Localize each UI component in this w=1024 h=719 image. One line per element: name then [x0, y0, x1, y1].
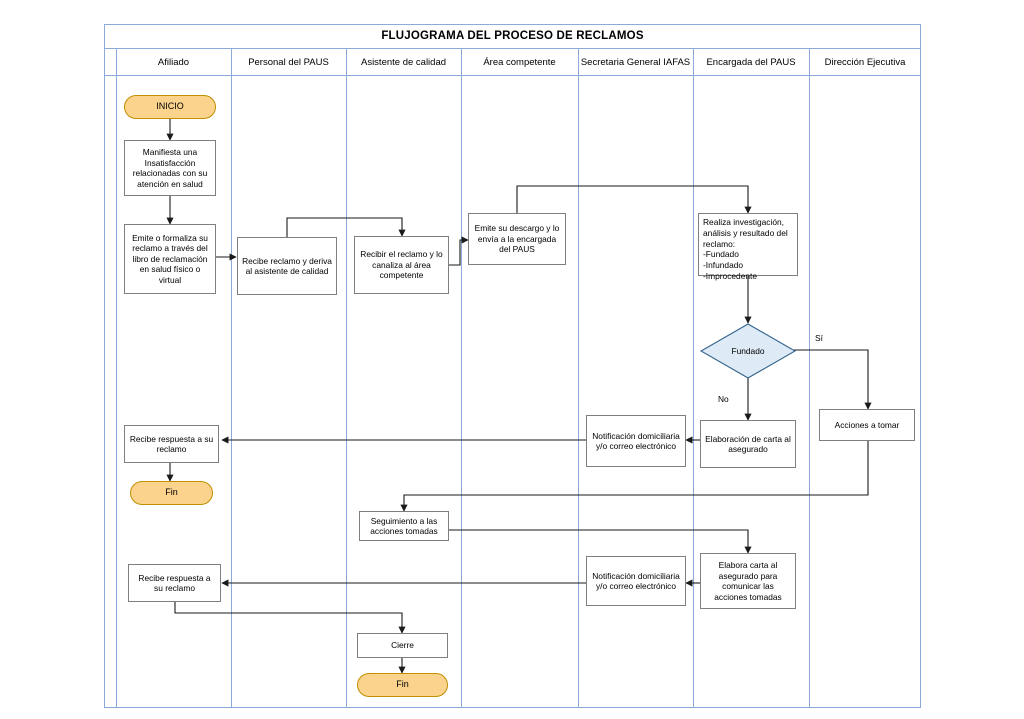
lane-header-area: Área competente [461, 49, 578, 76]
node-fundado[interactable]: Fundado [699, 323, 797, 379]
node-label: Notificación domiciliaria y/o correo ele… [592, 570, 680, 592]
lane-divider [346, 49, 347, 76]
node-label: Elaboración de carta al asegurado [705, 433, 791, 455]
node-label: Fin [165, 487, 178, 498]
node-manifiesta[interactable]: Manifiesta una Insatisfacción relacionad… [124, 140, 216, 196]
lane-divider [346, 76, 347, 707]
node-label: Seguimiento a las acciones tomadas [370, 515, 438, 537]
diamond-shape [699, 323, 797, 379]
swimlane-frame [104, 24, 921, 708]
node-label: Emite o formaliza su reclamo a través de… [132, 232, 208, 285]
node-label: Acciones a tomar [834, 419, 900, 430]
node-label: Fundado [731, 346, 765, 356]
node-label-wrap: Fundado [700, 323, 796, 379]
lane-label: Dirección Ejecutiva [824, 57, 906, 68]
node-label: Manifiesta una Insatisfacción relacionad… [132, 147, 208, 189]
node-elaboracion-carta[interactable]: Elaboración de carta al asegurado [700, 420, 796, 468]
node-label: Emite su descargo y lo envía a la encarg… [474, 223, 560, 255]
node-label: Realiza investigación, análisis y result… [703, 217, 788, 281]
lane-divider [461, 49, 462, 76]
node-label: Notificación domiciliaria y/o correo ele… [592, 430, 680, 452]
node-emite-formaliza[interactable]: Emite o formaliza su reclamo a través de… [124, 224, 216, 294]
lane-divider [578, 49, 579, 76]
lane-label: Asistente de calidad [360, 57, 447, 68]
lane-divider [116, 49, 117, 76]
lane-header-encargada: Encargada del PAUS [693, 49, 809, 76]
lane-label: Secretaria General IAFAS [580, 57, 691, 68]
lane-label: Encargada del PAUS [706, 57, 796, 68]
node-recibe-deriva[interactable]: Recibe reclamo y deriva al asistente de … [237, 237, 337, 295]
lane-label: Área competente [483, 57, 556, 68]
lane-header-personal: Personal del PAUS [231, 49, 346, 76]
node-acciones-a-tomar[interactable]: Acciones a tomar [819, 409, 915, 441]
lane-divider [116, 76, 117, 707]
node-fin-2[interactable]: Fin [357, 673, 448, 697]
lane-divider [693, 49, 694, 76]
lane-header-direccion: Dirección Ejecutiva [809, 49, 921, 76]
lane-header-afiliado: Afiliado [116, 49, 231, 76]
node-recibir-canaliza[interactable]: Recibir el reclamo y lo canaliza al área… [354, 236, 449, 294]
node-label: Recibe respuesta a su reclamo [138, 572, 211, 594]
node-emite-descargo[interactable]: Emite su descargo y lo envía a la encarg… [468, 213, 566, 265]
node-seguimiento[interactable]: Seguimiento a las acciones tomadas [359, 511, 449, 541]
lane-header-secretaria: Secretaria General IAFAS [578, 49, 693, 76]
node-label: Cierre [391, 640, 414, 651]
chart-title-row: FLUJOGRAMA DEL PROCESO DE RECLAMOS [104, 24, 921, 49]
node-fin-1[interactable]: Fin [130, 481, 213, 505]
lane-divider [809, 76, 810, 707]
page-title: FLUJOGRAMA DEL PROCESO DE RECLAMOS [381, 30, 644, 42]
node-label: Recibir el reclamo y lo canaliza al área… [360, 249, 443, 281]
node-recibe-respuesta-1[interactable]: Recibe respuesta a su reclamo [124, 425, 219, 463]
lane-header-row: Afiliado Personal del PAUS Asistente de … [104, 49, 921, 76]
node-inicio[interactable]: INICIO [124, 95, 216, 119]
lane-divider [578, 76, 579, 707]
node-label: INICIO [156, 101, 184, 112]
lane-header-asistente: Asistente de calidad [346, 49, 461, 76]
node-recibe-respuesta-2[interactable]: Recibe respuesta a su reclamo [128, 564, 221, 602]
node-label: Recibe respuesta a su reclamo [129, 433, 214, 455]
node-elabora-carta-2[interactable]: Elabora carta al asegurado para comunica… [700, 553, 796, 609]
node-realiza-investigacion[interactable]: Realiza investigación, análisis y result… [698, 213, 798, 281]
lane-divider [809, 49, 810, 76]
edge-label-no: No [718, 394, 729, 404]
lane-divider [693, 76, 694, 707]
node-notificacion-1[interactable]: Notificación domiciliaria y/o correo ele… [586, 415, 686, 467]
lane-divider [461, 76, 462, 707]
node-notificacion-2[interactable]: Notificación domiciliaria y/o correo ele… [586, 556, 686, 606]
node-cierre[interactable]: Cierre [357, 633, 448, 658]
lane-label: Afiliado [157, 57, 190, 68]
lane-divider [231, 49, 232, 76]
edge-label-si: Sí [815, 333, 823, 343]
node-label: Recibe reclamo y deriva al asistente de … [242, 255, 332, 277]
node-label: Fin [396, 679, 409, 690]
node-label: Elabora carta al asegurado para comunica… [714, 560, 782, 602]
lane-divider [231, 76, 232, 707]
lane-label: Personal del PAUS [248, 57, 329, 68]
